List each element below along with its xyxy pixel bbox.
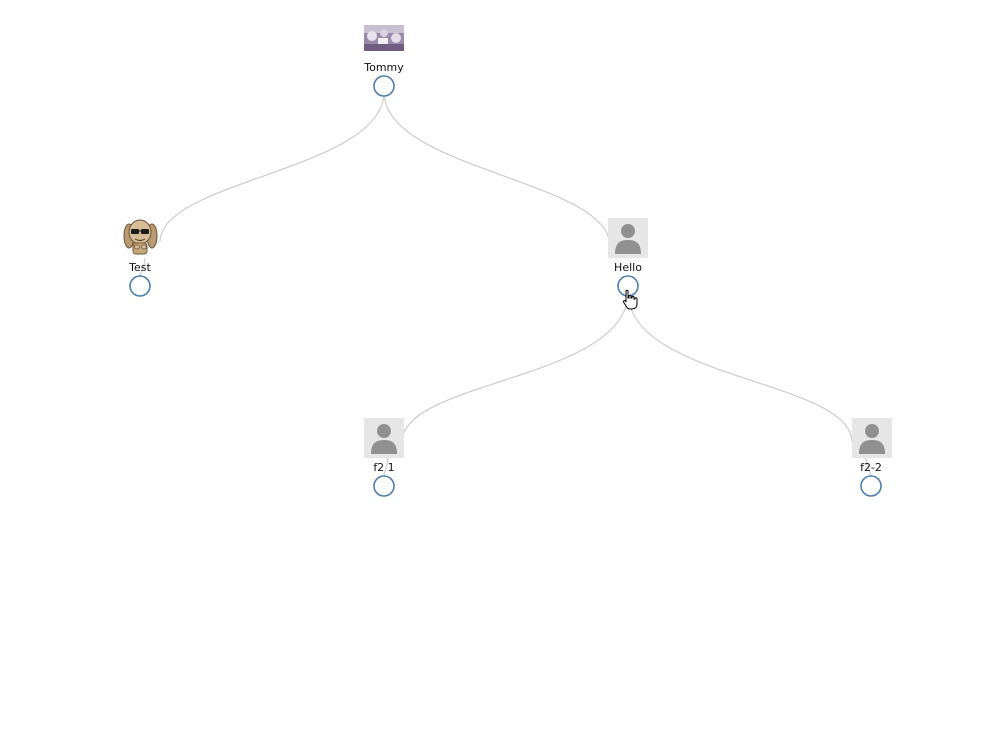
hand-pointer-cursor-icon	[622, 289, 638, 310]
node-label-f2-2: f2-2	[860, 461, 882, 474]
node-label-test: Test	[128, 261, 151, 274]
node-f2-1[interactable]: f2 1	[364, 418, 404, 497]
link-tommy-test	[159, 91, 385, 243]
link-f2-2-avatar-circle	[865, 456, 872, 477]
photo-thumbnail-icon	[364, 25, 404, 51]
node-label-hello: Hello	[614, 261, 642, 274]
node-hello[interactable]: Hello	[608, 218, 648, 297]
toggle-circle-test[interactable]	[129, 275, 151, 297]
cartoon-dog-icon	[123, 219, 158, 255]
toggle-circle-tommy[interactable]	[373, 75, 395, 97]
default-user-silhouette-icon	[364, 418, 404, 458]
toggle-circle-f2-1[interactable]	[373, 475, 395, 497]
default-user-silhouette-icon	[852, 418, 892, 458]
link-tommy-hello	[383, 91, 611, 247]
toggle-circle-f2-2[interactable]	[860, 475, 882, 497]
node-label-tommy: Tommy	[363, 61, 404, 74]
link-hello-f2-1	[401, 291, 629, 443]
node-tommy[interactable]: Tommy	[363, 25, 404, 97]
link-test-avatar-circle	[139, 257, 146, 277]
node-test[interactable]: Test	[123, 219, 158, 297]
node-f2-2[interactable]: f2-2	[852, 418, 892, 497]
link-f2-1-avatar-circle	[383, 456, 389, 477]
link-hello-f2-2	[627, 291, 853, 443]
default-user-silhouette-icon	[608, 218, 648, 258]
node-label-f2-1: f2 1	[373, 461, 394, 474]
links	[139, 91, 872, 477]
